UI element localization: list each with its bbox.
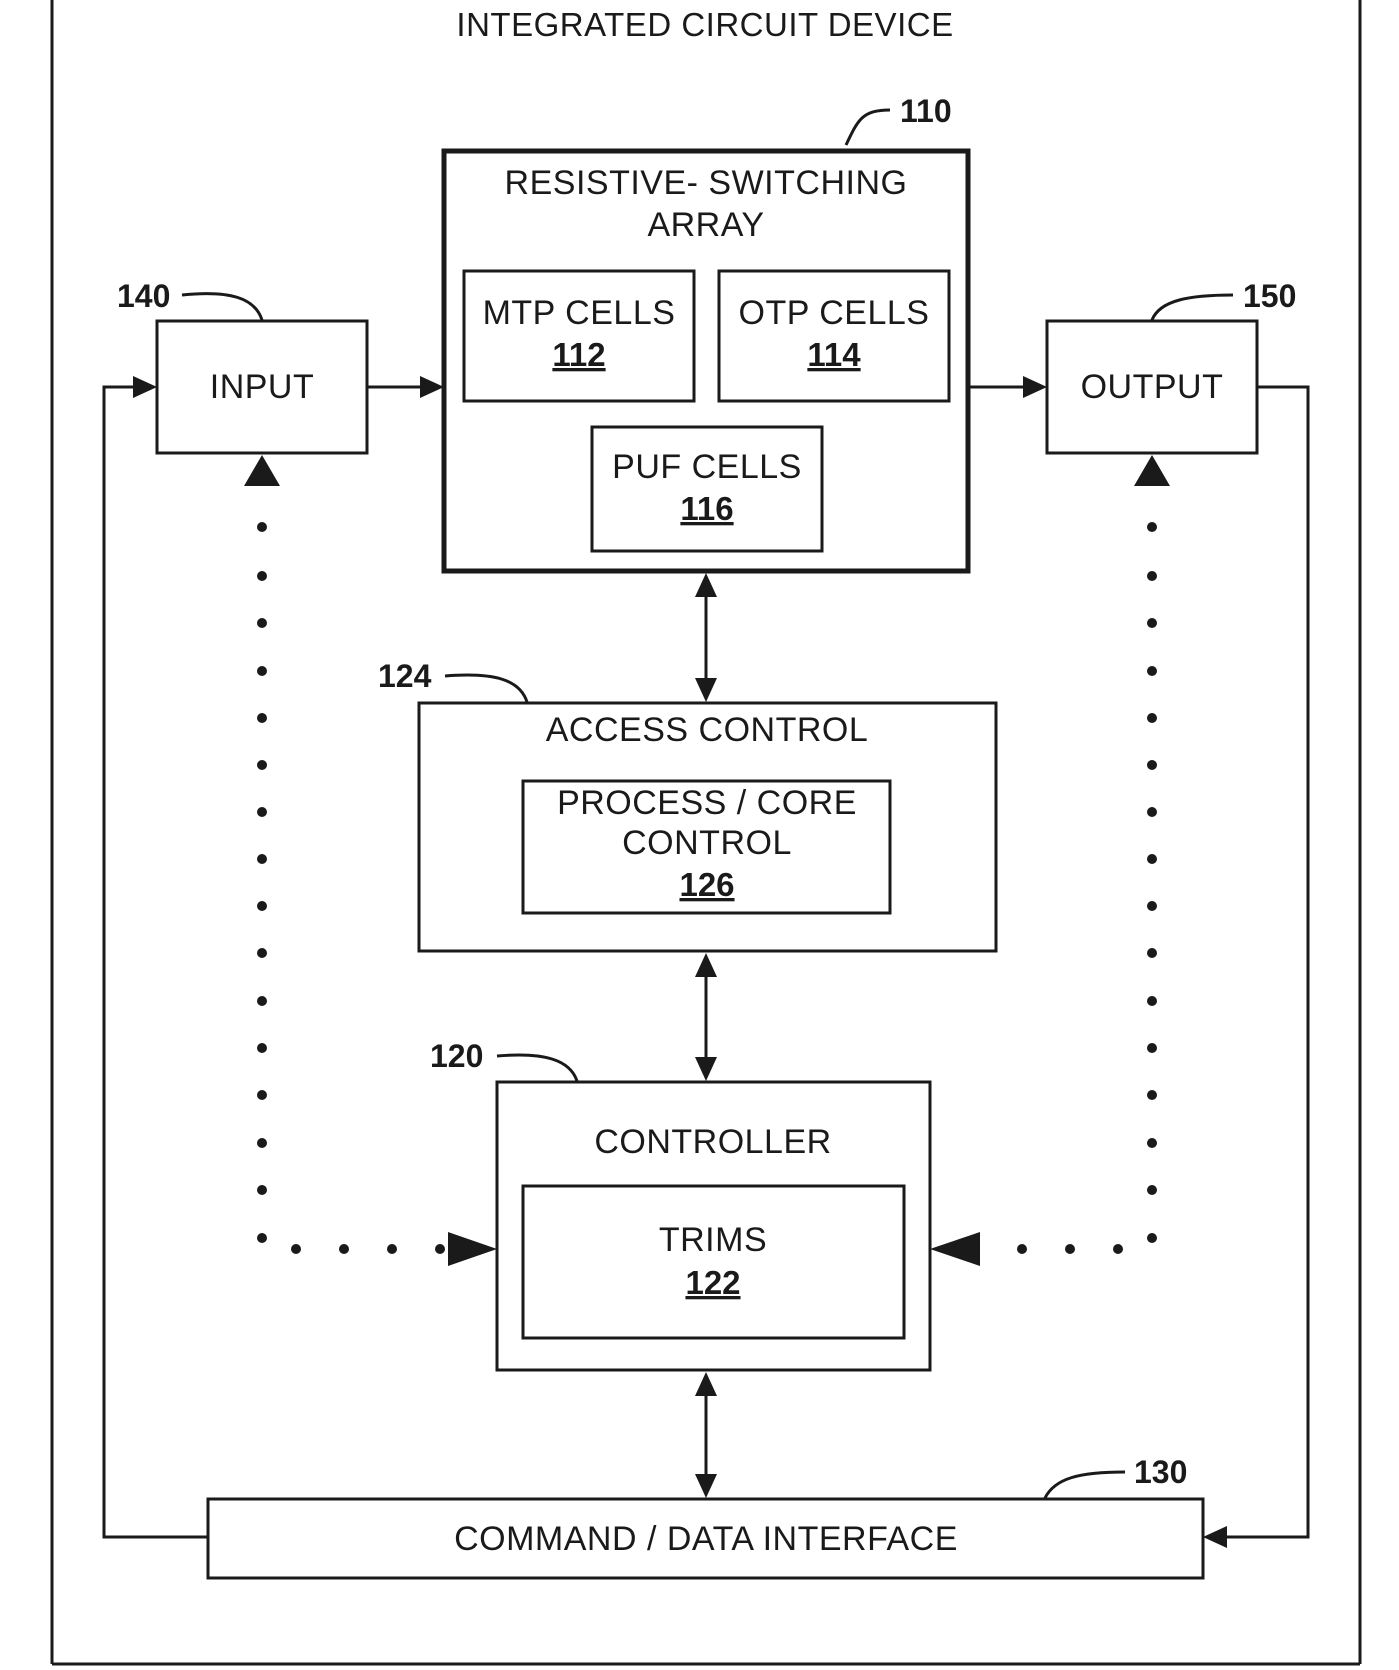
mtp-cells-block: MTP CELLS 112: [464, 271, 694, 401]
access-control-ref: 124: [378, 658, 527, 702]
output-ref-number: 150: [1243, 278, 1296, 314]
mtp-cells-label: MTP CELLS: [483, 294, 676, 332]
otp-cells-block: OTP CELLS 114: [719, 271, 949, 401]
process-core-label-line2: CONTROL: [622, 824, 792, 862]
process-core-label-line1: PROCESS / CORE: [557, 784, 857, 822]
command-data-interface-block: COMMAND / DATA INTERFACE: [208, 1499, 1203, 1578]
array-title-line1: RESISTIVE- SWITCHING: [505, 164, 908, 202]
process-core-control-block: PROCESS / CORE CONTROL 126: [523, 781, 890, 913]
controller-label: CONTROLLER: [594, 1123, 831, 1161]
access-control-ref-number: 124: [378, 658, 432, 694]
interface-ref-number: 130: [1134, 1454, 1187, 1490]
input-block: INPUT: [157, 321, 367, 453]
input-ref-number: 140: [117, 278, 170, 314]
output-label: OUTPUT: [1081, 368, 1224, 406]
input-label: INPUT: [210, 368, 315, 406]
puf-cells-block: PUF CELLS 116: [592, 427, 822, 551]
controller-interface-arrow: [695, 1372, 717, 1498]
trims-block: TRIMS 122: [523, 1186, 904, 1338]
output-ref: 150: [1152, 278, 1296, 320]
trims-number: 122: [685, 1264, 740, 1301]
otp-cells-label: OTP CELLS: [739, 294, 930, 332]
puf-cells-number: 116: [680, 490, 733, 527]
mtp-cells-number: 112: [552, 336, 605, 373]
output-block: OUTPUT: [1047, 321, 1257, 453]
interface-ref: 130: [1045, 1454, 1187, 1498]
array-access-control-arrow: [695, 573, 717, 702]
trims-label: TRIMS: [659, 1221, 767, 1259]
array-to-output-arrow: [968, 376, 1047, 398]
otp-cells-number: 114: [807, 336, 861, 373]
access-control-label: ACCESS CONTROL: [546, 711, 869, 749]
process-core-number: 126: [679, 866, 734, 903]
input-to-array-arrow: [367, 376, 444, 398]
array-ref: 110: [846, 93, 952, 145]
controller-ref-number: 120: [430, 1038, 483, 1074]
input-ref: 140: [117, 278, 262, 320]
interface-label: COMMAND / DATA INTERFACE: [454, 1520, 958, 1558]
array-title-line2: ARRAY: [647, 206, 764, 244]
access-control-controller-arrow: [695, 953, 717, 1081]
controller-ref: 120: [430, 1038, 577, 1081]
puf-cells-label: PUF CELLS: [612, 448, 802, 486]
array-ref-number: 110: [900, 93, 952, 129]
device-title: INTEGRATED CIRCUIT DEVICE: [456, 6, 953, 43]
interface-to-input-loop: [104, 376, 208, 1537]
output-to-interface-loop: [1203, 387, 1308, 1548]
